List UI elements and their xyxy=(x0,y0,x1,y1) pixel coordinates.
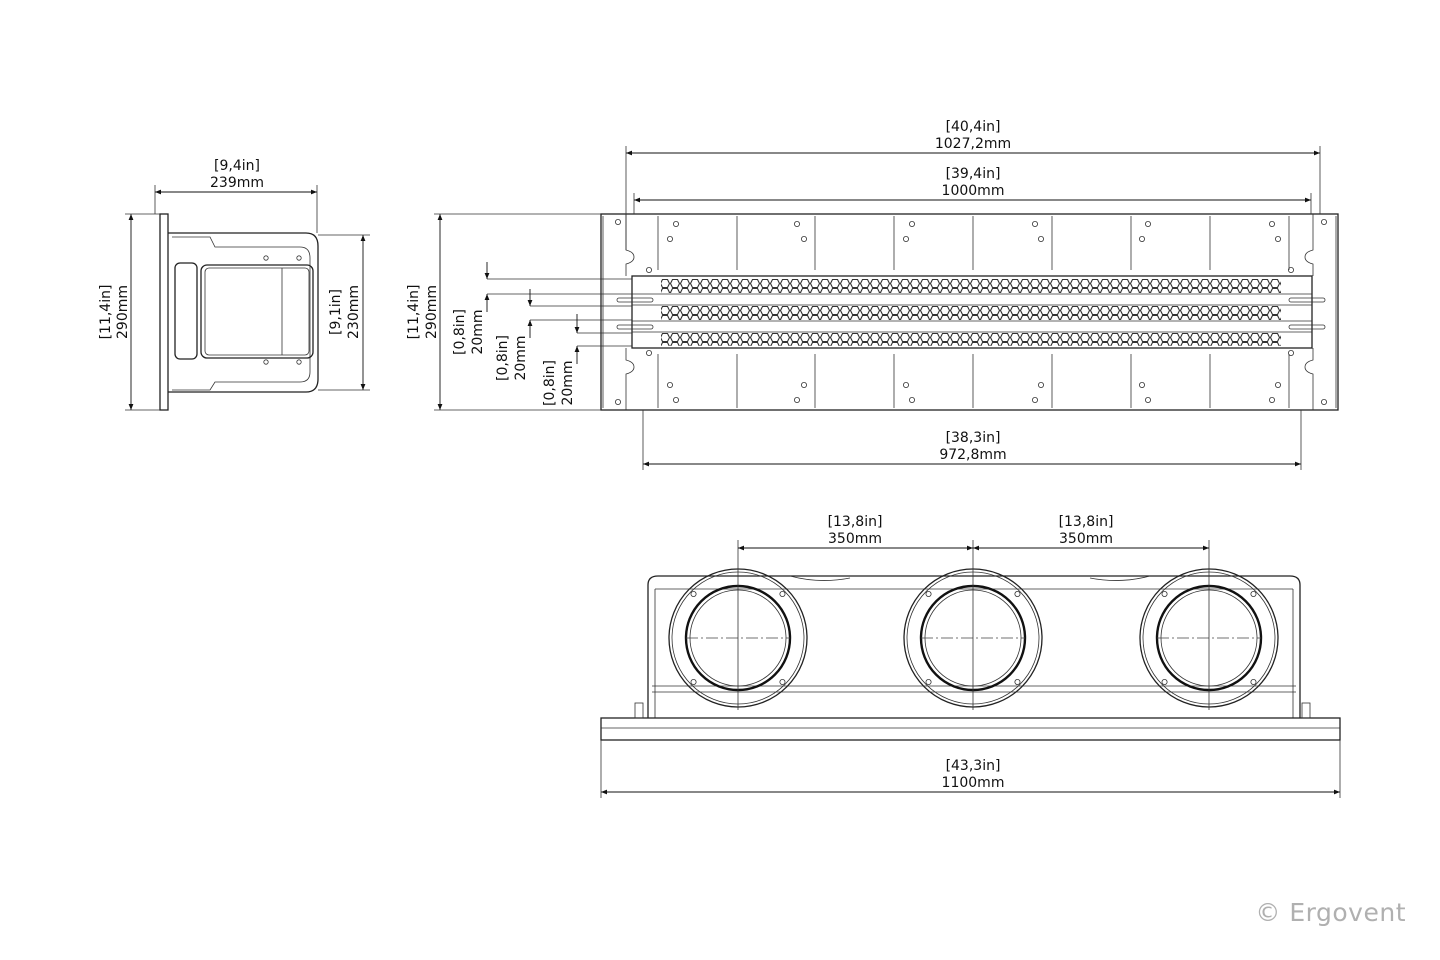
slot2-in: [0,8in] xyxy=(495,335,511,381)
screw-icon xyxy=(903,235,910,242)
front-overall-in: [43,3in] xyxy=(946,758,1001,774)
screw-icon xyxy=(1161,679,1168,686)
top-length-mm: 1000mm xyxy=(942,183,1005,199)
screw-icon xyxy=(1014,591,1021,598)
screw-icon xyxy=(1145,396,1152,403)
screw-icon xyxy=(646,266,653,273)
top-height-mm: 290mm xyxy=(424,285,440,339)
top-bottom-mm: 972,8mm xyxy=(939,447,1006,463)
screw-icon xyxy=(1275,235,1282,242)
screw-icon xyxy=(673,396,680,403)
screw-icon xyxy=(1269,396,1276,403)
screw-icon xyxy=(794,396,801,403)
screw-icon xyxy=(1269,220,1276,227)
screw-icon xyxy=(909,220,916,227)
side-inner-mm: 230mm xyxy=(346,285,362,339)
screw-icon xyxy=(690,679,697,686)
front-view: [13,8in] 350mm [13,8in] 350mm [43,3in] 1… xyxy=(600,514,1341,798)
top-height-in: [11,4in] xyxy=(406,285,422,340)
screw-icon xyxy=(1038,235,1045,242)
slot1-mm: 20mm xyxy=(470,309,486,354)
side-height-in: [11,4in] xyxy=(98,285,114,340)
screw-icon xyxy=(794,220,801,227)
screw-icon xyxy=(615,218,622,225)
top-bottom-in: [38,3in] xyxy=(946,430,1001,446)
side-width-mm: 239mm xyxy=(210,175,264,191)
screw-icon xyxy=(673,220,680,227)
screw-icon xyxy=(1032,396,1039,403)
screw-icon xyxy=(1014,679,1021,686)
screw-icon xyxy=(646,349,653,356)
screw-icon xyxy=(667,381,674,388)
top-overall-in: [40,4in] xyxy=(946,119,1001,135)
screw-icon xyxy=(615,398,622,405)
top-overall-mm: 1027,2mm xyxy=(935,136,1011,152)
spacing1-mm: 350mm xyxy=(828,531,882,547)
screw-icon xyxy=(801,235,808,242)
side-width-in: [9,4in] xyxy=(214,158,260,174)
spacing1-in: [13,8in] xyxy=(828,514,883,530)
screw-icon xyxy=(903,381,910,388)
screw-icon xyxy=(667,235,674,242)
screw-icon xyxy=(690,591,697,598)
spacing2-in: [13,8in] xyxy=(1059,514,1114,530)
screw-icon xyxy=(1275,381,1282,388)
side-view: [9,4in] 239mm [11,4in] 290mm [9,1in] 230… xyxy=(98,158,370,411)
top-length-in: [39,4in] xyxy=(946,166,1001,182)
screw-icon xyxy=(1139,235,1146,242)
side-inner-in: [9,1in] xyxy=(328,289,344,335)
screw-icon xyxy=(1288,349,1295,356)
front-overall-mm: 1100mm xyxy=(942,775,1005,791)
screw-icon xyxy=(801,381,808,388)
screw-icon xyxy=(1038,381,1045,388)
slot1-in: [0,8in] xyxy=(452,309,468,355)
screw-icon xyxy=(1139,381,1146,388)
screw-icon xyxy=(1145,220,1152,227)
screw-icon xyxy=(1032,220,1039,227)
spacing2-mm: 350mm xyxy=(1059,531,1113,547)
screw-icon xyxy=(1321,218,1328,225)
screw-icon xyxy=(1288,266,1295,273)
screw-icon xyxy=(1321,398,1328,405)
screw-icon xyxy=(1250,591,1257,598)
copyright-watermark: © Ergovent xyxy=(1255,898,1406,927)
screw-icon xyxy=(1161,591,1168,598)
slot3-mm: 20mm xyxy=(560,360,576,405)
screw-icon xyxy=(909,396,916,403)
side-height-mm: 290mm xyxy=(115,285,131,339)
top-view: [40,4in] 1027,2mm [39,4in] 1000mm [38,3i… xyxy=(406,119,1339,470)
screw-icon xyxy=(1250,679,1257,686)
screw-icon xyxy=(779,679,786,686)
screw-icon xyxy=(925,679,932,686)
slot3-in: [0,8in] xyxy=(542,360,558,406)
slot2-mm: 20mm xyxy=(513,335,529,380)
screw-icon xyxy=(779,591,786,598)
screw-icon xyxy=(925,591,932,598)
